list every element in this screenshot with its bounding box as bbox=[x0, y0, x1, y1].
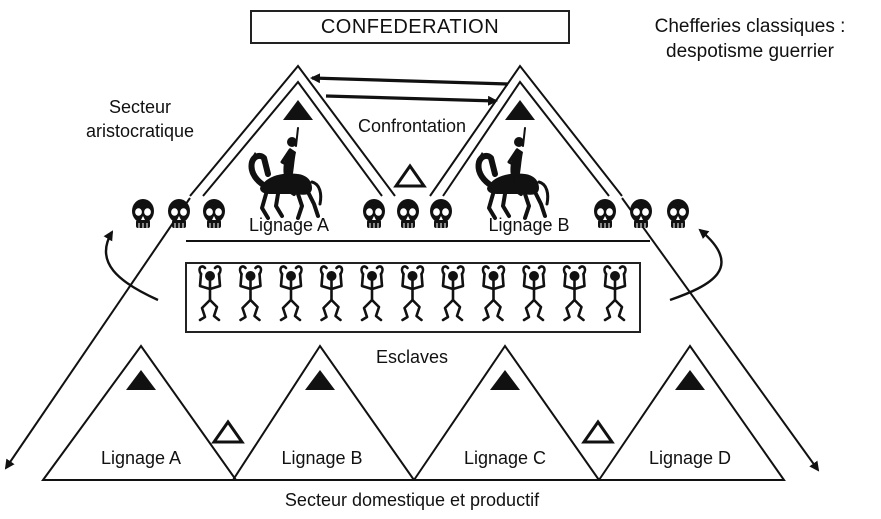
skull-icon bbox=[429, 198, 453, 229]
domestic-triangles bbox=[41, 344, 786, 481]
confrontation-arrow-right bbox=[325, 94, 498, 106]
domestic-hollow-triangle-1 bbox=[211, 419, 245, 444]
domestic-b-solid-triangle bbox=[305, 370, 335, 390]
lineage-c-domestic-triangle bbox=[412, 344, 601, 481]
aristocratic-line-2: aristocratique bbox=[85, 121, 195, 141]
bottom-lineage-d-label: Lignage D bbox=[648, 448, 732, 468]
skull-icon bbox=[629, 198, 653, 229]
top-lineage-a-label: Lignage A bbox=[248, 215, 330, 235]
curved-arrow-right bbox=[669, 228, 723, 302]
lineage-a-aristo-triangle-outer bbox=[189, 64, 396, 197]
aristocratic-sector-label: Secteur aristocratique bbox=[86, 95, 194, 143]
confrontation-arrow-left bbox=[310, 73, 509, 86]
aristocratic-triangles bbox=[186, 64, 650, 242]
chefferies-line-1: Chefferies classiques : bbox=[654, 16, 846, 37]
skull-icon bbox=[396, 198, 420, 229]
domestic-d-solid-triangle bbox=[675, 370, 705, 390]
confederation-label: CONFEDERATION bbox=[320, 16, 500, 38]
esclaves-label: Esclaves bbox=[375, 347, 449, 367]
skull-icon bbox=[666, 198, 690, 229]
aristo-hollow-triangle bbox=[393, 163, 427, 188]
skull-icon bbox=[362, 198, 386, 229]
bottom-lineage-b-label: Lignage B bbox=[281, 448, 363, 468]
lineage-b-aristo-triangle-outer bbox=[429, 64, 623, 197]
aristo-b-solid-triangle bbox=[505, 100, 535, 120]
bottom-lineage-c-label: Lignage C bbox=[463, 448, 547, 468]
confrontation-label: Confrontation bbox=[357, 116, 467, 136]
skull-icon bbox=[167, 198, 191, 229]
outer-left-diagonal bbox=[4, 197, 191, 470]
skulls bbox=[131, 198, 690, 229]
domestic-a-solid-triangle bbox=[126, 370, 156, 390]
lineage-b-aristo-triangle-inner bbox=[442, 80, 610, 197]
top-lineage-b-label: Lignage B bbox=[488, 215, 570, 235]
aristocratic-line-1: Secteur bbox=[108, 97, 172, 117]
domestic-c-solid-triangle bbox=[490, 370, 520, 390]
lineage-d-domestic-triangle bbox=[597, 344, 786, 481]
domestic-hollow-triangle-2 bbox=[581, 419, 615, 444]
skull-icon bbox=[202, 198, 226, 229]
domestic-sector-label: Secteur domestique et productif bbox=[284, 490, 540, 510]
lineage-a-aristo-triangle-inner bbox=[202, 80, 383, 197]
lineage-a-domestic-triangle bbox=[41, 344, 238, 481]
curved-arrow-left bbox=[103, 230, 159, 302]
skull-icon bbox=[593, 198, 617, 229]
skull-icon bbox=[131, 198, 155, 229]
confederation-box: CONFEDERATION bbox=[250, 10, 570, 44]
chefferies-label: Chefferies classiques : despotisme guerr… bbox=[655, 14, 846, 64]
rider-a-icon bbox=[250, 128, 321, 218]
lineage-b-domestic-triangle bbox=[231, 344, 416, 481]
rider-b-icon bbox=[477, 128, 548, 218]
slaves-box bbox=[185, 262, 641, 333]
outer-right-diagonal bbox=[621, 197, 820, 472]
chefferies-line-2: despotisme guerrier bbox=[666, 41, 834, 62]
aristo-a-solid-triangle bbox=[283, 100, 313, 120]
bottom-lineage-a-label: Lignage A bbox=[100, 448, 182, 468]
